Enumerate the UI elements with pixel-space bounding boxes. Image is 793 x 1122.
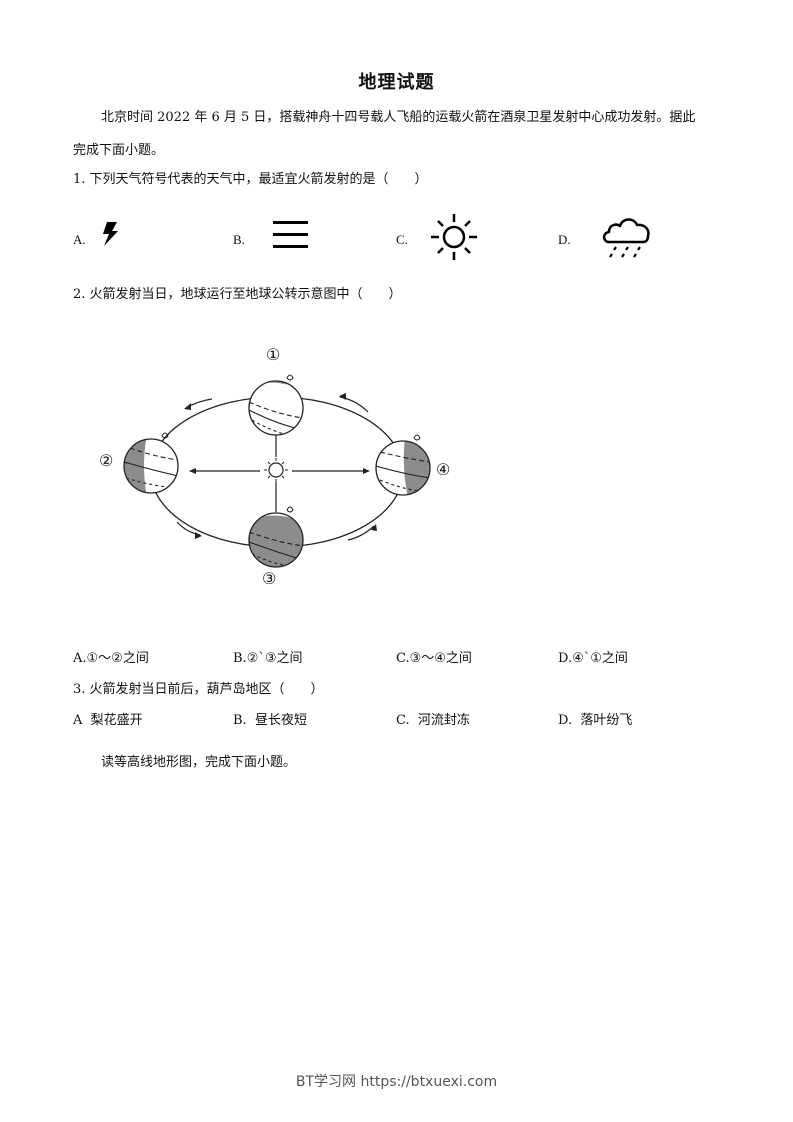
- q3-option-c: C. 河流封冻: [396, 713, 470, 729]
- option-label: D.: [558, 651, 573, 666]
- q1-option-a: A.: [73, 229, 86, 248]
- q1-option-d: D.: [558, 229, 571, 248]
- option-text: ②`③之间: [246, 651, 303, 666]
- section-2-intro: 读等高线地形图，完成下面小题。: [101, 755, 297, 770]
- option-text: ③～④之间: [409, 651, 472, 666]
- intro-line-2: 完成下面小题。: [73, 143, 165, 158]
- option-label: B.: [233, 651, 247, 666]
- intro-line-1: 北京时间 2022 年 6 月 5 日，搭载神舟十四号载人飞船的运载火箭在酒泉卫…: [101, 110, 696, 125]
- fog-icon: [273, 220, 309, 250]
- option-text: ④`①之间: [572, 651, 628, 666]
- position-label-2: ②: [99, 451, 114, 470]
- position-label-1: ①: [266, 345, 281, 364]
- option-label: C.: [396, 651, 410, 666]
- option-text: 昼长夜短: [254, 713, 307, 728]
- sun-icon: [430, 213, 478, 261]
- q1-option-b: B.: [233, 229, 245, 248]
- option-text: 梨花盛开: [90, 713, 143, 728]
- page-title: 地理试题: [358, 72, 435, 93]
- question-1-stem: 1. 下列天气符号代表的天气中，最适宜火箭发射的是（ ）: [73, 172, 428, 187]
- q2-option-a: A.①～②之间: [73, 651, 149, 667]
- earth-orbit-diagram: [90, 330, 470, 600]
- q2-option-b: B.②`③之间: [233, 651, 303, 667]
- q1-option-c: C.: [396, 229, 408, 248]
- sun-symbol: [264, 458, 288, 482]
- option-label: A.: [73, 232, 86, 247]
- option-label: A: [73, 713, 83, 728]
- option-label: C.: [396, 713, 410, 728]
- q3-option-d: D. 落叶纷飞: [558, 713, 632, 729]
- option-text: ①～②之间: [86, 651, 149, 666]
- position-label-3: ③: [262, 569, 277, 588]
- option-label: D.: [558, 232, 571, 247]
- question-2-stem: 2. 火箭发射当日，地球运行至地球公转示意图中（ ）: [73, 287, 402, 302]
- question-3-stem: 3. 火箭发射当日前后，葫芦岛地区（ ）: [73, 682, 324, 697]
- option-label: C.: [396, 232, 408, 247]
- footer-watermark: BT学习网 https://btxuexi.com: [295, 1074, 498, 1090]
- option-label: A.: [73, 651, 87, 666]
- option-label: B.: [233, 232, 245, 247]
- position-label-4: ④: [436, 460, 451, 479]
- option-label: B.: [233, 713, 247, 728]
- option-label: D.: [558, 713, 573, 728]
- lightning-icon: [100, 221, 120, 247]
- q3-option-b: B. 昼长夜短: [233, 713, 307, 729]
- rain-cloud-icon: [601, 214, 653, 260]
- q2-option-c: C.③～④之间: [396, 651, 472, 667]
- q2-option-d: D.④`①之间: [558, 651, 628, 667]
- q3-option-a: A 梨花盛开: [73, 713, 143, 729]
- option-text: 河流封冻: [417, 713, 470, 728]
- option-text: 落叶纷飞: [580, 713, 633, 728]
